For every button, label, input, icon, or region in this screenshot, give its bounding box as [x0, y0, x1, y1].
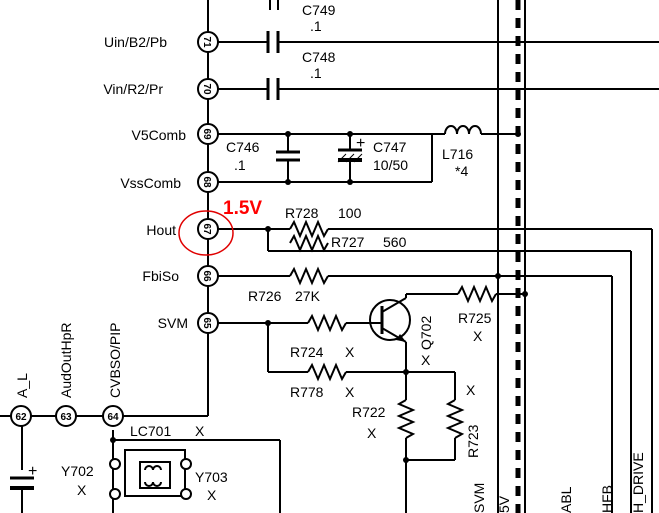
highlight-circle	[178, 210, 234, 256]
r727-ref: R727	[331, 234, 365, 250]
pin-label-a-l: A_L	[14, 373, 30, 398]
c749-val: .1	[310, 18, 322, 34]
net-label-svm: SVM	[471, 483, 487, 513]
r726-ref: R726	[248, 288, 282, 304]
r778-val: X	[345, 384, 355, 400]
r727-resistor	[289, 233, 329, 253]
r724-ref: R724	[290, 344, 324, 360]
pin-circle-64	[102, 405, 124, 427]
vsscomb-net	[208, 134, 433, 185]
pin-number-68: 68	[201, 176, 212, 188]
pin-number-69: 69	[201, 128, 212, 140]
right-bus	[497, 0, 526, 513]
pin-label-audouthpr: AudOutHpR	[58, 323, 74, 398]
pin-circle-67	[197, 218, 219, 240]
lc701-ref: LC701	[130, 423, 171, 439]
r728-ref: R728	[285, 205, 319, 221]
hout-net	[208, 219, 653, 513]
r722-ref: R722	[352, 404, 386, 420]
pin-label-hout: Hout	[146, 222, 176, 238]
c748-val: .1	[310, 65, 322, 81]
r725-val: X	[473, 328, 483, 344]
cap-c749	[269, 0, 279, 10]
line-pin71	[208, 31, 659, 53]
pin-circle-70	[197, 78, 219, 100]
pin-number-62: 62	[15, 412, 27, 423]
pin-circle-68	[197, 171, 219, 193]
lc701-val: X	[195, 423, 205, 439]
pin-label-svm: SVM	[158, 315, 188, 331]
c749-ref: C749	[302, 2, 336, 18]
voltage-highlight: 1.5V	[223, 198, 262, 219]
pin-number-71: 71	[201, 36, 212, 48]
y702-val: X	[77, 482, 87, 498]
net-label-abl: ABL	[558, 486, 574, 513]
l716-val: *4	[455, 163, 468, 179]
r726-val: 27K	[295, 288, 321, 304]
ic-edge	[113, 0, 209, 417]
pin-circle-62	[10, 405, 32, 427]
svg-text:+: +	[28, 463, 37, 480]
pin-layer: 71 70 69 68 67 66 65 62 63 64	[10, 31, 219, 427]
pin-number-66: 66	[201, 270, 212, 282]
svg-text:+: +	[356, 135, 365, 152]
r728-val: 100	[338, 205, 362, 221]
c746-val: .1	[234, 157, 246, 173]
net-label-hfb: HFB	[599, 485, 615, 513]
r725-ref: R725	[458, 310, 492, 326]
y702-ref: Y702	[61, 463, 94, 479]
c747-ref: C747	[373, 139, 407, 155]
q702-ref: Q702	[418, 316, 434, 350]
l716-ref: L716	[442, 146, 473, 162]
y703-val: X	[207, 487, 217, 503]
fbiso-net	[208, 266, 613, 513]
pin-number-64: 64	[107, 412, 119, 423]
pin-circle-65	[197, 312, 219, 334]
r778-ref: R778	[290, 384, 324, 400]
pin-label-uin: Uin/B2/Pb	[104, 34, 167, 50]
v5comb-net: +	[208, 125, 521, 182]
pin-label-vin: Vin/R2/Pr	[103, 81, 163, 97]
r723-val: X	[466, 382, 476, 398]
r727-val: 560	[383, 234, 407, 250]
r724-val: X	[345, 344, 355, 360]
net-label-5v: 5V	[496, 495, 512, 513]
c747-val: 10/50	[373, 157, 408, 173]
c746-ref: C746	[226, 139, 260, 155]
svm-net	[208, 284, 528, 513]
pin-circle-63	[55, 405, 77, 427]
q702-val: X	[421, 352, 431, 368]
pin-number-70: 70	[201, 83, 212, 95]
r723-ref: R723	[465, 424, 481, 458]
pin-circle-69	[197, 123, 219, 145]
pin-label-vsscomb: VssComb	[120, 175, 181, 191]
net-label-h-drive: H_DRIVE	[630, 452, 646, 513]
pin-circle-71	[197, 31, 219, 53]
pin-number-63: 63	[60, 412, 72, 423]
bottom-left-circuit: +	[0, 415, 281, 513]
pin-circle-66	[197, 265, 219, 287]
c748-ref: C748	[302, 49, 336, 65]
r722-val: X	[367, 425, 377, 441]
pin-label-cvbso-pip: CVBSO/PIP	[107, 323, 123, 398]
y703-ref: Y703	[195, 469, 228, 485]
line-pin70	[208, 78, 659, 100]
pin-label-fbiso: FbiSo	[142, 268, 179, 284]
pin-number-67: 67	[201, 223, 212, 235]
pin-number-65: 65	[201, 317, 212, 329]
pin-label-v5comb: V5Comb	[132, 127, 187, 143]
